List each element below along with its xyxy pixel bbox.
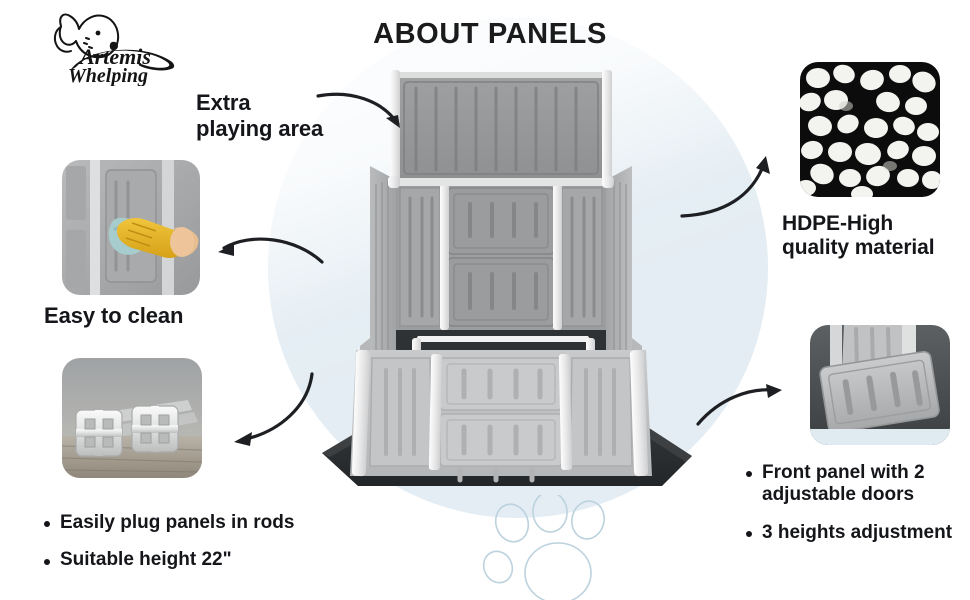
brand-logo: Artemis Whelping: [28, 6, 198, 87]
hdpe-pellets-photo: [800, 62, 940, 197]
feature-label-line-2: playing area: [196, 115, 324, 141]
list-item: Suitable height 22": [44, 549, 360, 571]
feature-label-extra-playing-area: Extra playing area: [196, 90, 386, 141]
list-item: Easily plug panels in rods: [44, 512, 360, 534]
list-item: Front panel with 2 adjustable doors: [746, 462, 967, 507]
feature-label-hdpe: HDPE-High quality material: [782, 212, 970, 261]
feature-label-line-1: Extra: [196, 90, 251, 115]
feature-label-easy-to-clean: Easy to clean: [44, 303, 184, 328]
paw-print-watermark: [470, 495, 630, 600]
list-item: 3 heights adjustment: [746, 522, 967, 544]
adjustable-door-photo: [810, 325, 950, 445]
logo-brand-line-1: Artemis: [78, 44, 151, 69]
easy-to-clean-photo: [62, 160, 200, 295]
feature-label-line-2: quality material: [782, 236, 935, 260]
bullets-left: Easily plug panels in rods Suitable heig…: [40, 512, 360, 572]
feature-label-line-1: HDPE-High: [782, 212, 894, 235]
whelping-box-product-photo: [300, 58, 700, 508]
connector-rods-photo: [62, 358, 202, 478]
logo-brand-line-2: Whelping: [68, 65, 148, 86]
bullets-right: Front panel with 2 adjustable doors 3 he…: [742, 462, 967, 544]
page-title: ABOUT PANELS: [373, 18, 607, 50]
